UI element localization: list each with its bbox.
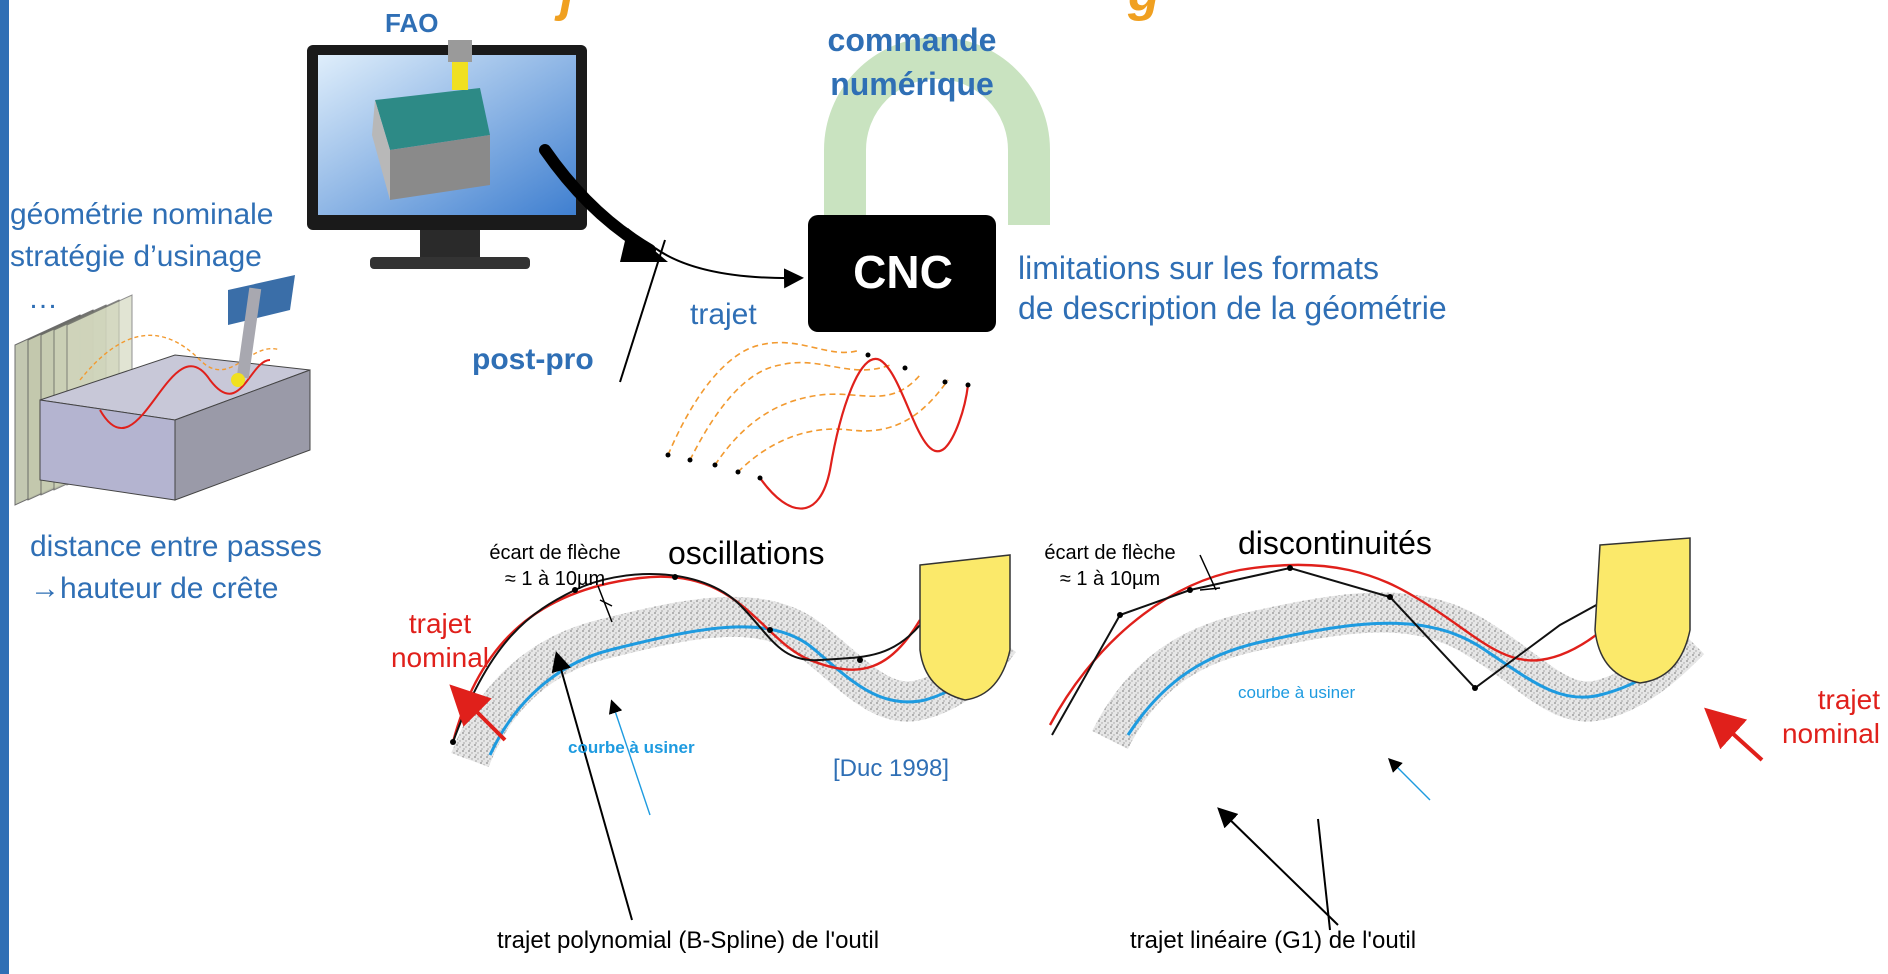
caption-right: trajet linéaire (G1) de l'outil <box>1130 927 1417 954</box>
distance-line2: →hauteur de crête <box>30 572 279 605</box>
limitations-line1: limitations sur les formats <box>1018 250 1379 286</box>
nominal-left: trajet nominal <box>385 607 495 675</box>
padlock-icon <box>808 37 1050 332</box>
trajet-label: trajet <box>690 298 757 331</box>
limitations-text: limitations sur les formats de descripti… <box>1018 248 1447 328</box>
strategy-label: stratégie d’usinage <box>10 240 262 273</box>
title-fragment: j <box>554 0 576 22</box>
nominal-left-line2: nominal <box>390 642 490 673</box>
ecart-left: écart de flèche ≈ 1 à 10µm <box>455 540 655 592</box>
toolpath-sketch <box>665 341 971 510</box>
reference-label: [Duc 1998] <box>833 755 950 782</box>
cnc-label: CNC <box>853 246 953 298</box>
linear-figure <box>1048 537 1764 931</box>
monitor-icon <box>307 40 587 269</box>
cnc-title: commande numérique <box>812 18 1012 106</box>
distance-text: distance entre passes →hauteur de crête <box>30 526 322 610</box>
limitations-line2: de description de la géométrie <box>1018 290 1447 326</box>
ecart-right-line2: ≈ 1 à 10µm <box>1059 568 1161 590</box>
courbe-left: courbe à usiner <box>568 738 695 757</box>
ecart-left-line2: ≈ 1 à 10µm <box>504 568 606 590</box>
nominal-right-line2: nominal <box>1781 718 1880 749</box>
left-accent-bar <box>0 0 9 974</box>
oscillations-title: oscillations <box>668 535 825 571</box>
cnc-title-line1: commande <box>827 22 997 58</box>
courbe-right: courbe à usiner <box>1238 683 1356 702</box>
geometry-label: géométrie nominale <box>10 198 274 231</box>
bspline-figure <box>449 554 1016 921</box>
nominal-left-line1: trajet <box>408 608 472 639</box>
ecart-right: écart de flèche ≈ 1 à 10µm <box>1010 540 1210 592</box>
postpro-label: post-pro <box>472 343 594 376</box>
nominal-right: trajet nominal <box>1770 683 1880 751</box>
caption-left: trajet polynomial (B-Spline) de l'outil <box>497 927 880 954</box>
discontinuites-title: discontinuités <box>1238 525 1432 561</box>
ecart-left-line1: écart de flèche <box>489 542 621 564</box>
cnc-title-line2: numérique <box>830 66 994 102</box>
fao-label: FAO <box>385 8 439 38</box>
ecart-right-line1: écart de flèche <box>1044 542 1176 564</box>
workpiece-3d-icon <box>14 275 311 506</box>
geometry-text: géométrie nominale stratégie d’usinage … <box>10 194 273 320</box>
nominal-right-line1: trajet <box>1817 684 1880 715</box>
distance-line1: distance entre passes <box>30 530 322 563</box>
svg-text:g: g <box>1127 0 1160 22</box>
ellipsis-label: … <box>28 282 58 315</box>
